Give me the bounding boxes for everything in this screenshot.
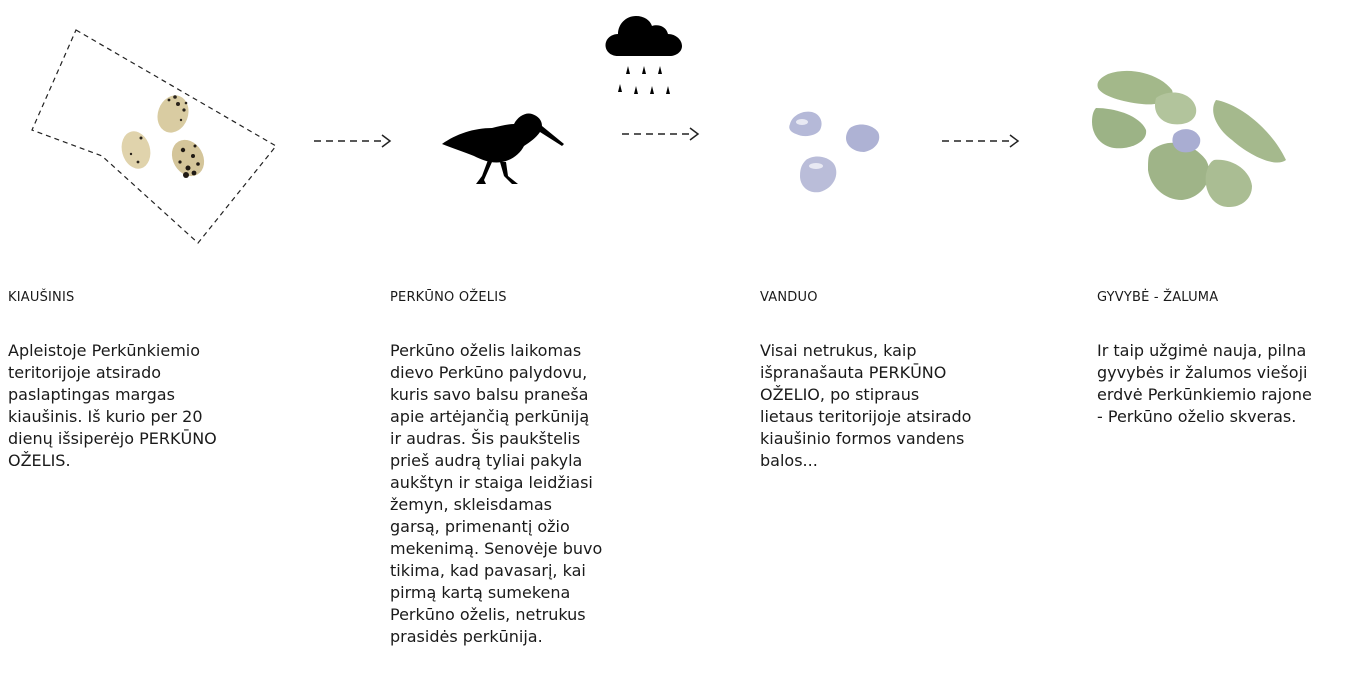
arrow-right-icon bbox=[942, 134, 1020, 148]
step-description: Apleistoje Perkūnkiemio teritorijoje ats… bbox=[8, 341, 217, 470]
water-puddles-icon bbox=[789, 111, 880, 193]
arrow-right-icon bbox=[314, 134, 392, 148]
egg-right bbox=[171, 139, 205, 178]
puddle-2 bbox=[846, 124, 880, 152]
patch-mid bbox=[1154, 92, 1197, 125]
puddle-center bbox=[1172, 129, 1201, 153]
step-title: KIAUŠINIS bbox=[8, 290, 75, 305]
step-kiausinis: KIAUŠINIS Apleistoje Perkūnkiemio terito… bbox=[8, 290, 258, 472]
step-description: Visai netrukus, kaip išpranašauta PERKŪN… bbox=[760, 341, 972, 470]
snipe-bird-icon bbox=[442, 113, 564, 184]
step-description: Perkūno oželis laikomas dievo Perkūno pa… bbox=[390, 341, 603, 646]
patch-bottom bbox=[1148, 142, 1210, 200]
step-description: Ir taip užgimė nauja, pilna gyvybės ir ž… bbox=[1097, 341, 1312, 426]
patch-left bbox=[1092, 108, 1147, 149]
step-title: VANDUO bbox=[760, 290, 818, 305]
puddle-3 bbox=[800, 156, 837, 193]
arrow-right-icon bbox=[622, 127, 700, 141]
egg-top bbox=[157, 95, 189, 133]
step-title: PERKŪNO OŽELIS bbox=[390, 290, 507, 305]
step-title: GYVYBĖ - ŽALUMA bbox=[1097, 290, 1219, 305]
egg-left bbox=[121, 131, 151, 169]
patch-top bbox=[1097, 70, 1173, 105]
step-perkuno-ozelis: PERKŪNO OŽELIS Perkūno oželis laikomas d… bbox=[390, 290, 640, 648]
step-gyvybe-zaluma: GYVYBĖ - ŽALUMA Ir taip užgimė nauja, pi… bbox=[1097, 290, 1347, 428]
patch-right bbox=[1213, 100, 1286, 163]
eggs-icon bbox=[31, 29, 277, 244]
rain-cloud-icon bbox=[605, 16, 682, 94]
step-vanduo: VANDUO Visai netrukus, kaip išpranašauta… bbox=[760, 290, 1010, 472]
dashed-outline bbox=[31, 29, 277, 244]
patch-lower-right bbox=[1205, 159, 1252, 208]
green-patches-icon bbox=[1092, 70, 1286, 208]
